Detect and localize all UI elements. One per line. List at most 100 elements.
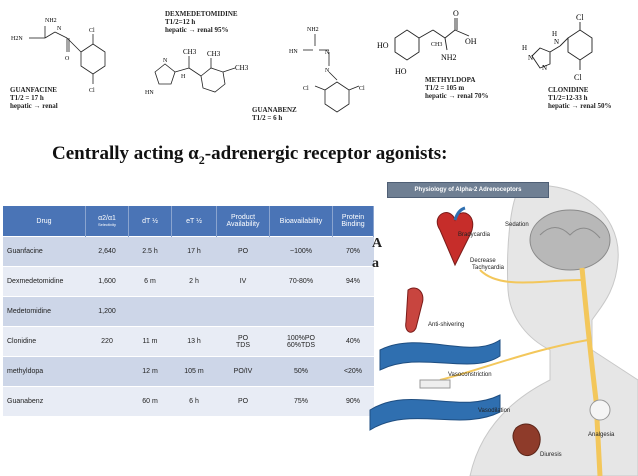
label-tachycardia: Tachycardia [472, 265, 505, 271]
table-cell: 70-80% [269, 266, 333, 297]
table-cell: 13 h [171, 326, 217, 357]
table-cell: 70% [332, 236, 374, 267]
guanabenz-n1: N [325, 50, 330, 56]
dexmedetomidine-label: DEXMEDETOMIDINE T1/2=12 h hepatic → rena… [165, 10, 238, 34]
guanfacine-cl2: Cl [89, 88, 95, 94]
brain-folds [539, 227, 601, 239]
dexmedetomidine-ch3b: CH3 [207, 50, 221, 58]
clonidine-name: CLONIDINE [548, 86, 589, 94]
methyldopa-route: hepatic → renal 70% [425, 92, 489, 100]
table-cell: <20% [332, 356, 374, 387]
guanabenz-label: GUANABENZ T1/2 = 6 h [252, 106, 297, 122]
label-analgesia: Analgesia [588, 432, 615, 438]
guanabenz-name: GUANABENZ [252, 106, 297, 114]
table-cell: 2,640 [85, 236, 129, 267]
methyldopa-ho2: HO [395, 67, 407, 76]
table-cell: 94% [332, 266, 374, 297]
table-cell: 50% [269, 356, 333, 387]
table-cell [85, 386, 129, 416]
table-cell: 100%PO 60%TDS [269, 326, 333, 357]
guanabenz-cl2: Cl [359, 86, 365, 92]
header-et: eT ½ [171, 206, 217, 237]
header-bioavailability: Bioavailability [269, 206, 333, 237]
table-cell: 75% [269, 386, 333, 416]
clonidine-n2: N [554, 38, 559, 46]
clonidine-half-life: T1/2=12-33 h [548, 94, 588, 102]
partial-text-1: A [372, 236, 383, 251]
table-cell: Guanabenz [3, 386, 86, 416]
table-cell: 105 m [171, 356, 217, 387]
dexmedetomidine-name: DEXMEDETOMIDINE [165, 10, 238, 18]
clonidine-h1: H [522, 44, 527, 52]
heart-icon [436, 212, 474, 267]
table-cell: Clonidine [3, 326, 86, 357]
slide-title-suffix: -adrenergic receptor agonists: [204, 143, 448, 164]
table-cell: methyldopa [3, 356, 86, 387]
slide-title-prefix: Centrally acting [52, 143, 189, 164]
guanfacine-n: N [57, 26, 62, 32]
guanfacine-route: hepatic → renal [10, 102, 58, 110]
label-decrease: Decrease [470, 258, 496, 264]
nerve-to-vessels [439, 339, 589, 381]
table-cell: PO TDS [216, 326, 270, 357]
methyldopa-ch3: CH3 [431, 42, 442, 48]
brain-icon [529, 209, 611, 271]
header-drug-label: Drug [36, 217, 52, 225]
clonidine-n3: N [542, 64, 547, 72]
header-protein-label: Protein Binding [341, 214, 365, 228]
guanfacine-name: GUANFACINE [10, 86, 57, 94]
clonidine-label: CLONIDINE T1/2=12-33 h hepatic → renal 5… [548, 86, 611, 110]
table-cell: 1,200 [85, 296, 129, 327]
table-cell: 220 [85, 326, 129, 357]
table-cell: 6 m [128, 266, 172, 297]
label-vasodilation: Vasodilation [478, 408, 511, 414]
table-cell: Medetomidine [3, 296, 86, 327]
table-cell: 2.5 h [128, 236, 172, 267]
table-cell [216, 296, 270, 327]
header-drug: Drug [3, 206, 86, 237]
methyldopa-name: METHYLDOPA [425, 76, 476, 84]
guanfacine-cl1: Cl [89, 28, 95, 34]
header-availability-label: Product Availability [226, 214, 260, 228]
guanabenz-nh2: NH2 [307, 27, 319, 33]
table-cell [85, 356, 129, 387]
table-cell: Guanfacine [3, 236, 86, 267]
dexmedetomidine-n: N [163, 58, 168, 64]
blood-vessel-2-icon [369, 394, 501, 431]
guanabenz-n2: N [325, 68, 330, 74]
clonidine-structure: Cl Cl H H N N N [518, 8, 636, 88]
guanabenz-cl1: Cl [303, 86, 309, 92]
table-cell: 90% [332, 386, 374, 416]
table-cell [171, 296, 217, 327]
blood-vessel-1-icon [379, 339, 501, 371]
clonidine-diagram: Cl Cl H H N N N [522, 13, 593, 82]
dexmedetomidine-h: H [181, 74, 186, 80]
methyldopa-oh: OH [465, 37, 477, 46]
kidney-icon [512, 423, 541, 457]
dexmedetomidine-structure: N HN H CH3 CH3 CH3 [145, 42, 265, 112]
guanfacine-h2n: H2N [11, 36, 23, 42]
dexmedetomidine-diagram: N HN H CH3 CH3 CH3 [145, 48, 249, 96]
dexmedetomidine-route: hepatic → renal 95% [165, 26, 229, 34]
table-cell: 1,600 [85, 266, 129, 297]
alpha2-physiology-figure [369, 185, 638, 476]
methyldopa-diagram: HO HO O OH NH2 CH3 [377, 9, 477, 76]
header-dt: dT ½ [128, 206, 172, 237]
slide-title: Centrally acting α2-adrenergic receptor … [52, 143, 448, 168]
guanfacine-label: GUANFACINE T1/2 = 17 h hepatic → renal [10, 86, 58, 110]
guanfacine-diagram: NH2 H2N N O Cl Cl [11, 18, 106, 94]
muscle-icon [405, 287, 424, 333]
table-cell: 2 h [171, 266, 217, 297]
table-cell [269, 296, 333, 327]
clonidine-cl2: Cl [574, 73, 582, 82]
receptor-marker [419, 379, 451, 389]
label-diuresis: Diuresis [540, 452, 562, 458]
table-cell: PO/IV [216, 356, 270, 387]
table-cell: PO [216, 236, 270, 267]
methyldopa-nh2: NH2 [441, 53, 457, 62]
table-cell [332, 296, 374, 327]
